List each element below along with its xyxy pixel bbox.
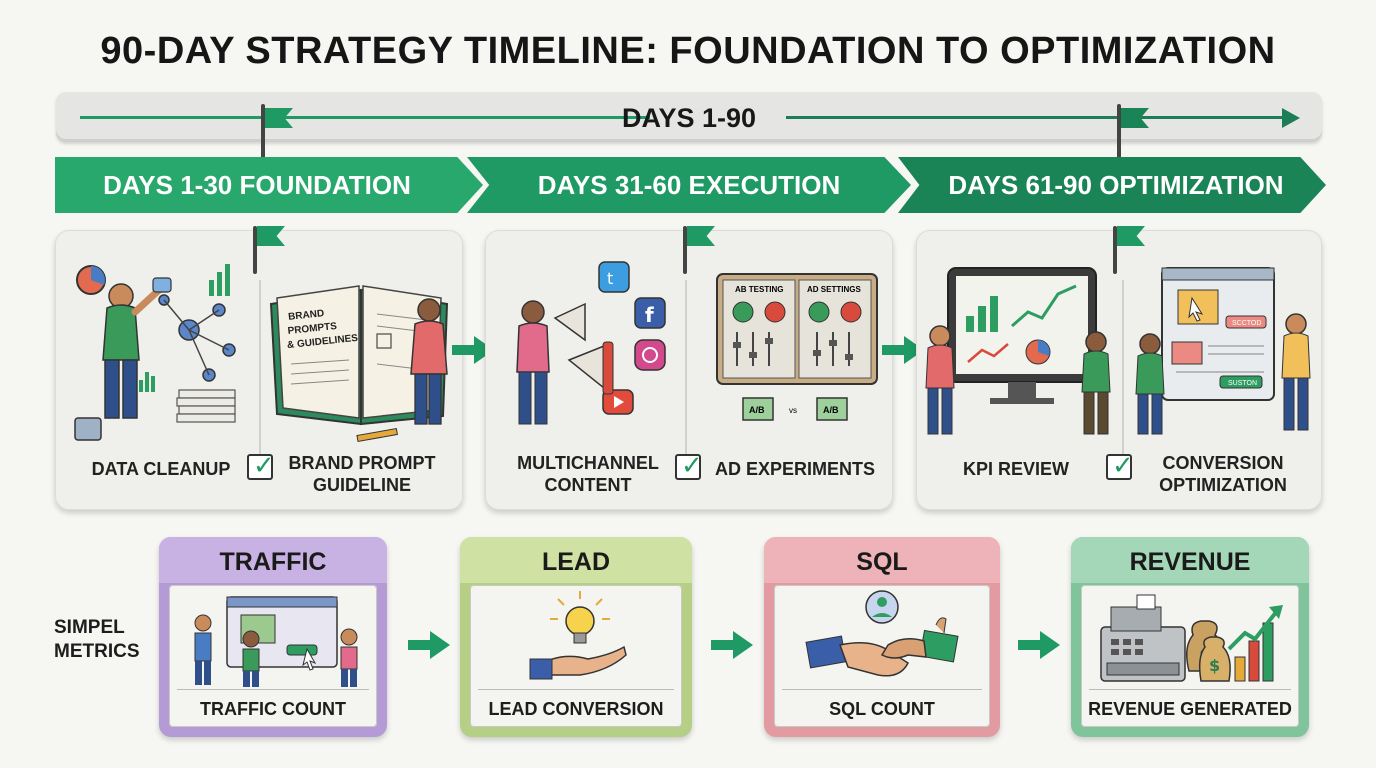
flag-icon: [257, 226, 285, 246]
task-multichannel: MULTICHANNEL CONTENT: [517, 453, 659, 495]
metric-revenue: REVENUE $ $ REVENUE GENERATED: [1071, 537, 1309, 737]
arrow-right-icon: [1018, 631, 1060, 659]
divider: [782, 689, 982, 690]
phase-execution: DAYS 31-60 EXECUTION: [467, 157, 911, 213]
checkbox-icon: ✓: [1106, 450, 1134, 480]
vs-label: vs: [789, 406, 797, 415]
flag-icon: [265, 108, 293, 128]
task-data-cleanup: DATA CLEANUP: [91, 459, 231, 479]
metric-caption: LEAD CONVERSION: [488, 699, 664, 719]
flag-icon: [687, 226, 715, 246]
cta-button-a: SCCTOD: [1232, 320, 1261, 327]
multichannel-illustration: t f: [516, 261, 666, 425]
conversion-illustration: SCCTOD SUSTON: [1135, 267, 1311, 435]
svg-text:$: $: [1209, 656, 1220, 675]
phase-foundation: DAYS 1-30 FOUNDATION: [55, 157, 483, 213]
task-brand-prompt: BRAND PROMPT GUIDELINE: [288, 453, 436, 495]
ad-experiments-illustration: AB TESTING AD SETTINGS A/B vs A/B: [716, 273, 878, 421]
flag-pole: [1117, 104, 1121, 160]
ab-variant-a: A/B: [749, 405, 765, 415]
metric-title: REVENUE: [1071, 537, 1309, 583]
page-title: 90-DAY STRATEGY TIMELINE: FOUNDATION TO …: [100, 30, 1276, 72]
metric-body: LEAD CONVERSION: [470, 585, 682, 727]
flag-pole: [261, 104, 265, 160]
metrics-label: SIMPEL METRICS: [54, 616, 164, 664]
metric-title: SQL: [764, 537, 1000, 583]
brand-guideline-illustration: BRAND PROMPTS & GUIDELINES: [269, 285, 449, 442]
arrow-right-icon: [408, 631, 450, 659]
task-ad-experiments: AD EXPERIMENTS: [714, 459, 876, 479]
metric-traffic: TRAFFIC TRAFFIC COUNT: [159, 537, 387, 737]
svg-text:f: f: [645, 303, 654, 327]
flag-pole: [1113, 226, 1117, 274]
timeline-line: [786, 116, 1286, 119]
arrowhead-icon: [1282, 108, 1300, 128]
metric-title: TRAFFIC: [159, 537, 387, 583]
flag-icon: [1117, 226, 1145, 246]
arrow-right-icon: [711, 631, 753, 659]
divider: [685, 280, 687, 480]
metrics-label-text: SIMPEL METRICS: [54, 617, 140, 662]
metric-caption: SQL COUNT: [829, 699, 935, 719]
metric-title: LEAD: [460, 537, 692, 583]
checkbox-icon: ✓: [247, 450, 275, 480]
metric-lead: LEAD LEAD CONVERSION: [460, 537, 692, 737]
metric-caption: REVENUE GENERATED: [1088, 699, 1292, 719]
checkbox-icon: ✓: [675, 450, 703, 480]
task-kpi-review: KPI REVIEW: [962, 459, 1069, 479]
revenue-illustration: $ $: [1100, 594, 1283, 682]
phase-card-execution: t f AB TESTING AD SETTINGS A/B vs A/B MU…: [485, 230, 893, 510]
divider: [259, 280, 261, 480]
lightbulb-hand-icon: [529, 591, 627, 680]
metric-body: SQL COUNT: [774, 585, 990, 727]
phase-optimization: DAYS 61-90 OPTIMIZATION: [898, 157, 1326, 213]
metric-body: $ $ REVENUE GENERATED: [1081, 585, 1299, 727]
ad-settings-label: AD SETTINGS: [807, 285, 861, 294]
flag-pole: [253, 226, 257, 274]
metric-sql: SQL SQL COUNT: [764, 537, 1000, 737]
ab-variant-b: A/B: [823, 405, 839, 415]
divider: [1122, 280, 1124, 480]
timeline-line: [80, 116, 650, 119]
cta-button-b: SUSTON: [1228, 380, 1257, 387]
kpi-review-illustration: [925, 267, 1111, 435]
book-title: BRAND: [288, 308, 325, 323]
task-conversion-optimization: CONVERSION OPTIMIZATION: [1159, 453, 1287, 495]
divider: [478, 689, 674, 690]
divider: [1089, 689, 1291, 690]
metric-caption: TRAFFIC COUNT: [200, 699, 346, 719]
flag-pole: [683, 226, 687, 274]
phase-card-foundation: BRAND PROMPTS & GUIDELINES DATA CLEANUP …: [55, 230, 463, 510]
metric-body: TRAFFIC COUNT: [169, 585, 377, 727]
handshake-icon: [805, 590, 959, 677]
traffic-illustration: [194, 596, 358, 687]
svg-text:t: t: [607, 269, 613, 288]
data-cleanup-illustration: [74, 264, 236, 441]
ab-testing-label: AB TESTING: [735, 285, 783, 294]
divider: [177, 689, 369, 690]
phase-card-optimization: SCCTOD SUSTON KPI REVIEW ✓ CONVERSION OP…: [916, 230, 1322, 510]
flag-icon: [1121, 108, 1149, 128]
